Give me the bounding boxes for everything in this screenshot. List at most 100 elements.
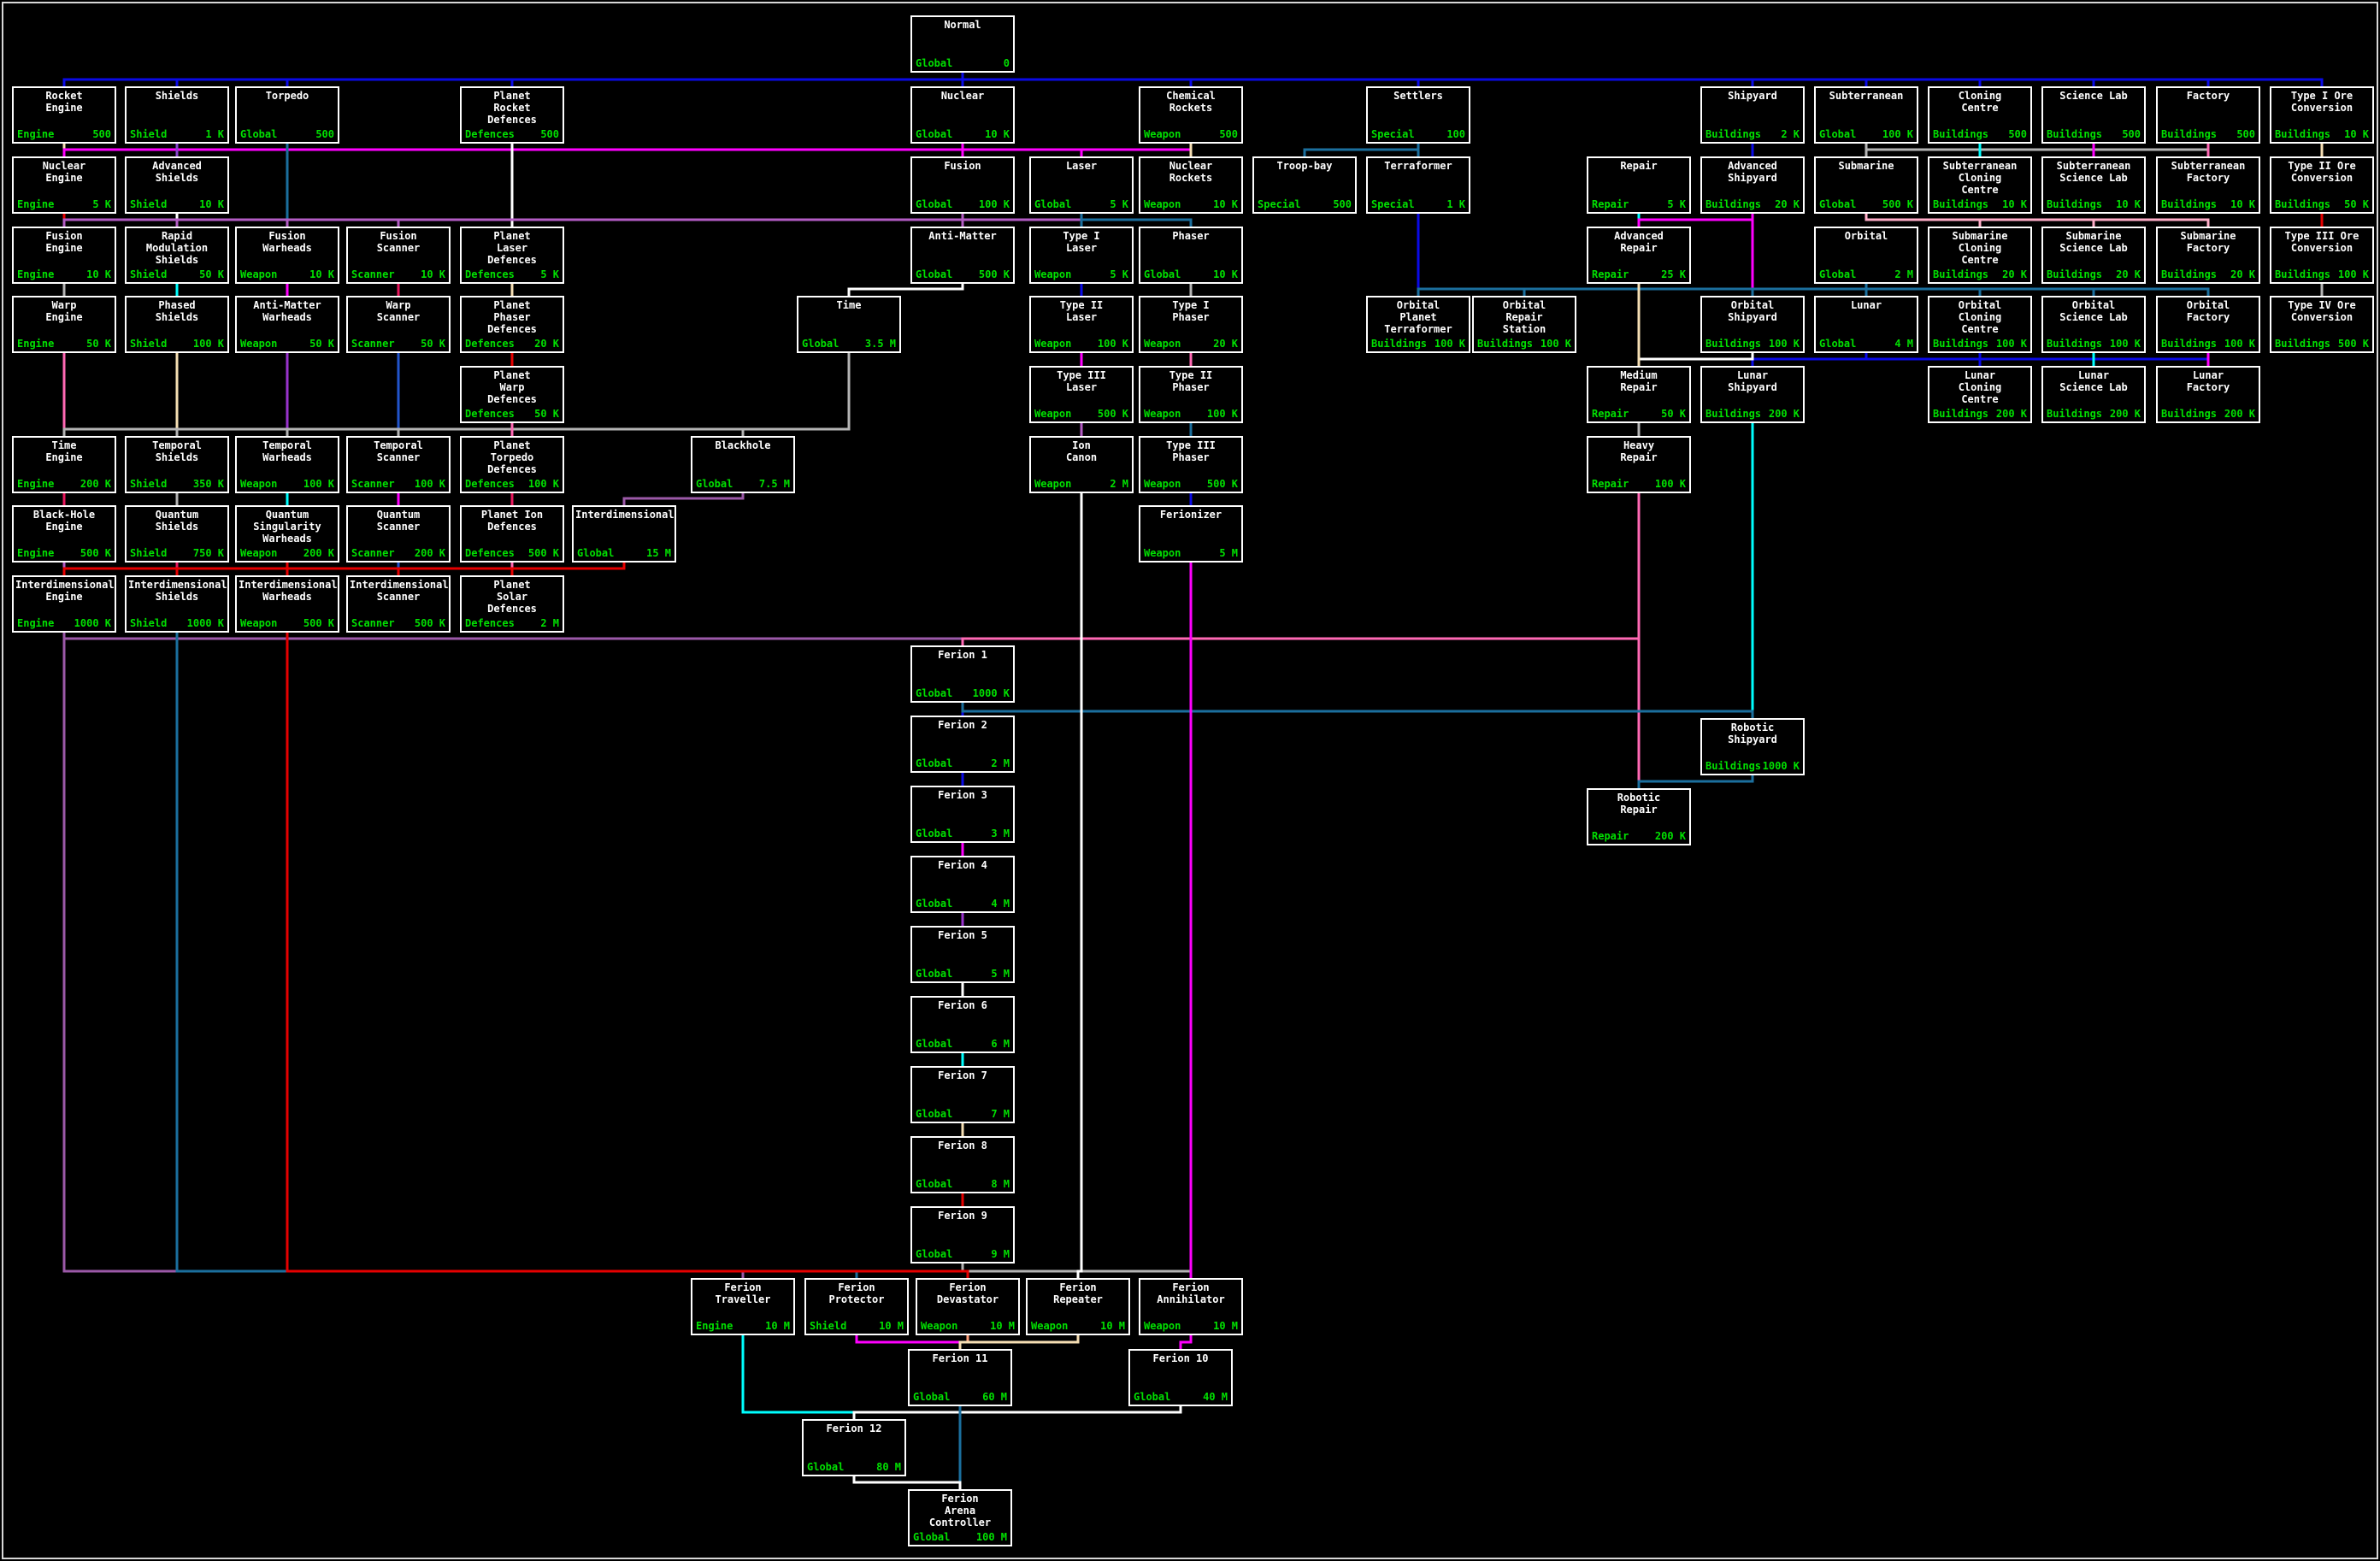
tech-planet-warp-defences[interactable]: Planet Warp DefencesDefences50 K: [460, 366, 564, 423]
tech-ferion-4[interactable]: Ferion 4Global4 M: [910, 856, 1015, 913]
tech-lunar-science-lab[interactable]: Lunar Science LabBuildings200 K: [2041, 366, 2146, 423]
tech-submarine[interactable]: SubmarineGlobal500 K: [1814, 156, 1918, 214]
tech-ferion-5[interactable]: Ferion 5Global5 M: [910, 926, 1015, 983]
tech-advanced-shipyard[interactable]: Advanced ShipyardBuildings20 K: [1700, 156, 1805, 214]
tech-subterranean[interactable]: SubterraneanGlobal100 K: [1814, 86, 1918, 144]
tech-planet-solar-defences[interactable]: Planet Solar DefencesDefences2 M: [460, 575, 564, 633]
tech-ferion-devastator[interactable]: Ferion DevastatorWeapon10 M: [916, 1278, 1020, 1335]
tech-ferion-traveller[interactable]: Ferion TravellerEngine10 M: [691, 1278, 795, 1335]
tech-terraformer[interactable]: TerraformerSpecial1 K: [1366, 156, 1470, 214]
tech-quantum-singularity-warheads[interactable]: Quantum Singularity WarheadsWeapon200 K: [235, 505, 339, 563]
tech-rocket-engine[interactable]: Rocket EngineEngine500: [12, 86, 116, 144]
tech-ferion-repeater[interactable]: Ferion RepeaterWeapon10 M: [1026, 1278, 1130, 1335]
tech-interdimensional[interactable]: InterdimensionalGlobal15 M: [572, 505, 676, 563]
tech-ferion-6[interactable]: Ferion 6Global6 M: [910, 996, 1015, 1053]
tech-interdimensional-warheads[interactable]: Interdimensional WarheadsWeapon500 K: [235, 575, 339, 633]
tech-ferion-12[interactable]: Ferion 12Global80 M: [802, 1419, 906, 1476]
tech-temporal-scanner[interactable]: Temporal ScannerScanner100 K: [346, 436, 451, 493]
tech-type-ii-laser[interactable]: Type II LaserWeapon100 K: [1029, 296, 1134, 353]
tech-type-iv-ore-conversion[interactable]: Type IV Ore ConversionBuildings500 K: [2270, 296, 2374, 353]
tech-fusion-warheads[interactable]: Fusion WarheadsWeapon10 K: [235, 227, 339, 284]
tech-nuclear[interactable]: NuclearGlobal10 K: [910, 86, 1015, 144]
tech-fusion-scanner[interactable]: Fusion ScannerScanner10 K: [346, 227, 451, 284]
tech-advanced-repair[interactable]: Advanced RepairRepair25 K: [1587, 227, 1691, 284]
tech-submarine-factory[interactable]: Submarine FactoryBuildings20 K: [2156, 227, 2260, 284]
tech-rapid-modulation-shields[interactable]: Rapid Modulation ShieldsShield50 K: [125, 227, 229, 284]
tech-interdimensional-engine[interactable]: Interdimensional EngineEngine1000 K: [12, 575, 116, 633]
tech-phaser[interactable]: PhaserGlobal10 K: [1139, 227, 1243, 284]
tech-troop-bay[interactable]: Troop-baySpecial500: [1252, 156, 1357, 214]
tech-repair[interactable]: RepairRepair5 K: [1587, 156, 1691, 214]
tech-ferionizer[interactable]: FerionizerWeapon5 M: [1139, 505, 1243, 563]
tech-orbital-repair-station[interactable]: Orbital Repair StationBuildings100 K: [1472, 296, 1576, 353]
tech-normal[interactable]: NormalGlobal0: [910, 15, 1015, 73]
tech-time-engine[interactable]: Time EngineEngine200 K: [12, 436, 116, 493]
tech-type-i-phaser[interactable]: Type I PhaserWeapon20 K: [1139, 296, 1243, 353]
tech-type-iii-ore-conversion[interactable]: Type III Ore ConversionBuildings100 K: [2270, 227, 2374, 284]
tech-orbital-factory[interactable]: Orbital FactoryBuildings100 K: [2156, 296, 2260, 353]
tech-planet-torpedo-defences[interactable]: Planet Torpedo DefencesDefences100 K: [460, 436, 564, 493]
tech-type-i-ore-conversion[interactable]: Type I Ore ConversionBuildings10 K: [2270, 86, 2374, 144]
tech-planet-rocket-defences[interactable]: Planet Rocket DefencesDefences500: [460, 86, 564, 144]
tech-temporal-shields[interactable]: Temporal ShieldsShield350 K: [125, 436, 229, 493]
tech-subterranean-factory[interactable]: Subterranean FactoryBuildings10 K: [2156, 156, 2260, 214]
tech-anti-matter[interactable]: Anti-MatterGlobal500 K: [910, 227, 1015, 284]
tech-ferion-11[interactable]: Ferion 11Global60 M: [908, 1349, 1012, 1406]
tech-anti-matter-warheads[interactable]: Anti-Matter WarheadsWeapon50 K: [235, 296, 339, 353]
tech-orbital-shipyard[interactable]: Orbital ShipyardBuildings100 K: [1700, 296, 1805, 353]
tech-submarine-cloning-centre[interactable]: Submarine Cloning CentreBuildings20 K: [1928, 227, 2032, 284]
tech-planet-phaser-defences[interactable]: Planet Phaser DefencesDefences20 K: [460, 296, 564, 353]
tech-advanced-shields[interactable]: Advanced ShieldsShield10 K: [125, 156, 229, 214]
tech-heavy-repair[interactable]: Heavy RepairRepair100 K: [1587, 436, 1691, 493]
tech-orbital[interactable]: OrbitalGlobal2 M: [1814, 227, 1918, 284]
tech-submarine-science-lab[interactable]: Submarine Science LabBuildings20 K: [2041, 227, 2146, 284]
tech-warp-scanner[interactable]: Warp ScannerScanner50 K: [346, 296, 451, 353]
tech-shipyard[interactable]: ShipyardBuildings2 K: [1700, 86, 1805, 144]
tech-type-iii-laser[interactable]: Type III LaserWeapon500 K: [1029, 366, 1134, 423]
tech-laser[interactable]: LaserGlobal5 K: [1029, 156, 1134, 214]
tech-orbital-cloning-centre[interactable]: Orbital Cloning CentreBuildings100 K: [1928, 296, 2032, 353]
tech-chemical-rockets[interactable]: Chemical RocketsWeapon500: [1139, 86, 1243, 144]
tech-quantum-shields[interactable]: Quantum ShieldsShield750 K: [125, 505, 229, 563]
tech-planet-laser-defences[interactable]: Planet Laser DefencesDefences5 K: [460, 227, 564, 284]
tech-ferion-arena-controller[interactable]: Ferion Arena ControllerGlobal100 M: [908, 1489, 1012, 1546]
tech-warp-engine[interactable]: Warp EngineEngine50 K: [12, 296, 116, 353]
tech-ferion-annihilator[interactable]: Ferion AnnihilatorWeapon10 M: [1139, 1278, 1243, 1335]
tech-type-iii-phaser[interactable]: Type III PhaserWeapon500 K: [1139, 436, 1243, 493]
tech-ferion-7[interactable]: Ferion 7Global7 M: [910, 1066, 1015, 1123]
tech-shields[interactable]: ShieldsShield1 K: [125, 86, 229, 144]
tech-ferion-1[interactable]: Ferion 1Global1000 K: [910, 645, 1015, 703]
tech-phased-shields[interactable]: Phased ShieldsShield100 K: [125, 296, 229, 353]
tech-ferion-9[interactable]: Ferion 9Global9 M: [910, 1206, 1015, 1264]
tech-robotic-repair[interactable]: Robotic RepairRepair200 K: [1587, 788, 1691, 845]
tech-temporal-warheads[interactable]: Temporal WarheadsWeapon100 K: [235, 436, 339, 493]
tech-ferion-8[interactable]: Ferion 8Global8 M: [910, 1136, 1015, 1193]
tech-ferion-2[interactable]: Ferion 2Global2 M: [910, 716, 1015, 773]
tech-cloning-centre[interactable]: Cloning CentreBuildings500: [1928, 86, 2032, 144]
tech-lunar-factory[interactable]: Lunar FactoryBuildings200 K: [2156, 366, 2260, 423]
tech-lunar-cloning-centre[interactable]: Lunar Cloning CentreBuildings200 K: [1928, 366, 2032, 423]
tech-ion-canon[interactable]: Ion CanonWeapon2 M: [1029, 436, 1134, 493]
tech-robotic-shipyard[interactable]: Robotic ShipyardBuildings1000 K: [1700, 718, 1805, 775]
tech-time[interactable]: TimeGlobal3.5 M: [797, 296, 901, 353]
tech-quantum-scanner[interactable]: Quantum ScannerScanner200 K: [346, 505, 451, 563]
tech-orbital-planet-terraformer[interactable]: Orbital Planet TerraformerBuildings100 K: [1366, 296, 1470, 353]
tech-nuclear-rockets[interactable]: Nuclear RocketsWeapon10 K: [1139, 156, 1243, 214]
tech-factory[interactable]: FactoryBuildings500: [2156, 86, 2260, 144]
tech-ferion-protector[interactable]: Ferion ProtectorShield10 M: [804, 1278, 909, 1335]
tech-type-ii-phaser[interactable]: Type II PhaserWeapon100 K: [1139, 366, 1243, 423]
tech-subterranean-cloning-centre[interactable]: Subterranean Cloning CentreBuildings10 K: [1928, 156, 2032, 214]
tech-blackhole[interactable]: BlackholeGlobal7.5 M: [691, 436, 795, 493]
tech-ferion-10[interactable]: Ferion 10Global40 M: [1128, 1349, 1233, 1406]
tech-interdimensional-scanner[interactable]: Interdimensional ScannerScanner500 K: [346, 575, 451, 633]
tech-interdimensional-shields[interactable]: Interdimensional ShieldsShield1000 K: [125, 575, 229, 633]
tech-nuclear-engine[interactable]: Nuclear EngineEngine5 K: [12, 156, 116, 214]
tech-science-lab[interactable]: Science LabBuildings500: [2041, 86, 2146, 144]
tech-orbital-science-lab[interactable]: Orbital Science LabBuildings100 K: [2041, 296, 2146, 353]
tech-lunar-shipyard[interactable]: Lunar ShipyardBuildings200 K: [1700, 366, 1805, 423]
tech-fusion[interactable]: FusionGlobal100 K: [910, 156, 1015, 214]
tech-subterranean-science-lab[interactable]: Subterranean Science LabBuildings10 K: [2041, 156, 2146, 214]
tech-medium-repair[interactable]: Medium RepairRepair50 K: [1587, 366, 1691, 423]
tech-type-i-laser[interactable]: Type I LaserWeapon5 K: [1029, 227, 1134, 284]
tech-lunar[interactable]: LunarGlobal4 M: [1814, 296, 1918, 353]
